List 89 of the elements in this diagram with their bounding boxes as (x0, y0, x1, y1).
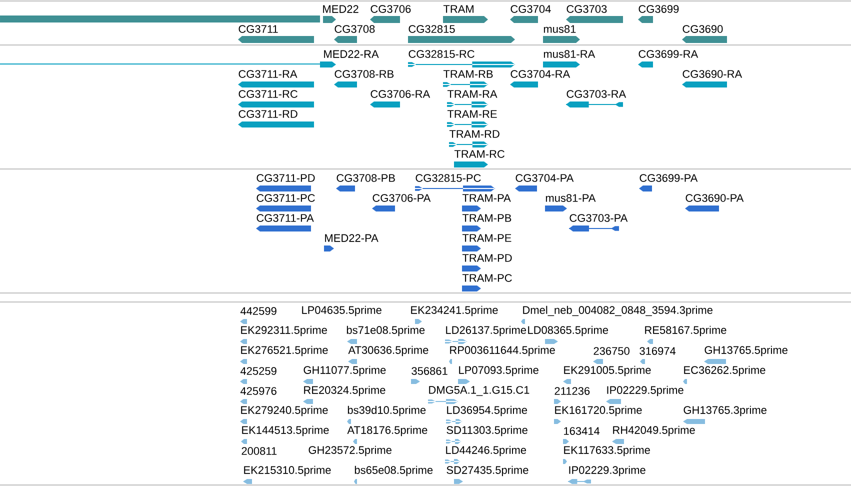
feature-label: EK276521.5prime (241, 346, 328, 356)
feature-label: 236750 (594, 347, 630, 355)
feature-label: bs39d10.5prime (348, 406, 426, 416)
feature-label: RH42049.5prime (613, 426, 695, 436)
feature-label: 442599 (240, 307, 276, 315)
feature-label: TRAM-PE (462, 234, 512, 242)
feature-label: 425976 (240, 387, 276, 395)
feature-label: CG3699 (638, 5, 679, 13)
feature-label: bs65e08.5prime (354, 466, 433, 476)
feature-label: LD26137.5prime (446, 326, 526, 336)
feature-label: CG3703 (566, 5, 607, 13)
feature-label: CG3711-RD (238, 110, 298, 118)
feature-label: CG3706-RA (370, 90, 430, 98)
feature-label: GH11077.5prime (304, 366, 386, 376)
feature-label: CG3708-PB (336, 174, 395, 182)
feature-label: CG3711-PA (256, 214, 314, 222)
feature-label: CG3708-RB (334, 70, 394, 78)
feature-label: CG3704-RA (510, 70, 570, 78)
feature-label: CG3690 (682, 25, 723, 33)
feature-label: EK291005.5prime (564, 366, 651, 376)
feature-label: CG3690-RA (682, 70, 742, 78)
feature-label: CG3706-PA (372, 194, 431, 202)
feature-label: EK161720.5prime (555, 406, 642, 416)
feature-label: SD11303.5prime (446, 426, 528, 436)
feature-label: CG3706 (370, 5, 411, 13)
feature-label: Dmel_neb_004082_0848_3594.3prime (523, 306, 712, 316)
feature-label: CG3704-PA (516, 174, 574, 182)
feature-label: TRAM-RB (443, 70, 493, 78)
feature-label: 356861 (412, 367, 448, 375)
feature-label: GH13765.5prime (704, 346, 788, 356)
feature-label: AT18176.5prime (347, 426, 428, 436)
feature-label: 163414 (564, 427, 600, 435)
feature-label: CG3711-RC (238, 90, 298, 98)
feature-label: EK234241.5prime (411, 306, 498, 316)
feature-label: CG3703-PA (570, 214, 628, 222)
feature-label: CG32815 (408, 25, 455, 33)
feature-label: TRAM-RD (449, 130, 500, 138)
feature-label: EK117633.5prime (564, 446, 650, 456)
feature-label: TRAM-PA (462, 194, 511, 202)
feature-label: CG32815-PC (416, 174, 481, 182)
feature-label: EK215310.5prime (244, 466, 331, 476)
feature-label: CG3699-PA (640, 174, 698, 182)
feature-label: CG3703-RA (566, 90, 626, 98)
feature-label: GH13765.3prime (684, 406, 766, 416)
feature-label: RE58167.5prime (645, 326, 726, 336)
feature-label: TRAM-RC (454, 150, 504, 158)
feature-label: LD36954.5prime (447, 406, 528, 416)
feature-label: 200811 (242, 447, 277, 455)
feature-label: AT30636.5prime (348, 346, 428, 356)
feature-label: CG3711-RA (238, 70, 298, 78)
feature-label: 211236 (554, 387, 590, 395)
feature-label: EK144513.5prime (242, 426, 329, 436)
feature-label: CG3699-RA (638, 50, 698, 58)
feature-label: LP07093.5prime (459, 366, 538, 376)
feature-label: 425259 (240, 367, 276, 375)
feature-label: TRAM (443, 5, 474, 13)
feature-label: RE20324.5prime (304, 386, 386, 396)
feature-label: bs71e08.5prime (346, 326, 425, 336)
feature-label: mus81 (544, 25, 576, 33)
feature-label: MED22 (323, 5, 358, 13)
feature-label: TRAM-PC (462, 274, 512, 282)
feature-label: TRAM-PB (462, 214, 512, 222)
feature-label: CG3711-PD (256, 174, 315, 182)
feature-label: LD08365.5prime (528, 326, 608, 336)
feature-label: GH23572.5prime (308, 446, 392, 456)
feature-label: CG3708 (334, 25, 375, 33)
feature-label: EC36262.5prime (684, 366, 766, 376)
feature-label: MED22-RA (324, 50, 379, 58)
feature-label: EK292311.5prime (241, 326, 327, 336)
feature-label: DMG5A.1_1.G15.C1 (429, 386, 530, 396)
feature-label: CG3690-PA (686, 194, 744, 202)
feature-label: MED22-PA (325, 234, 378, 242)
feature-label: RP003611644.5prime (450, 346, 555, 356)
feature-label: 316974 (640, 347, 676, 355)
feature-label: IP02229.3prime (569, 466, 646, 476)
feature-label: SD27435.5prime (446, 466, 528, 476)
feature-label: CG32815-RC (408, 50, 474, 58)
feature-label: LP04635.5prime (302, 306, 382, 316)
feature-label: CG3711-PC (256, 194, 315, 202)
feature-label: TRAM-PD (462, 254, 512, 262)
feature-label: TRAM-RA (447, 90, 498, 98)
feature-label: CG3704 (510, 5, 551, 13)
feature-label: mus81-PA (546, 194, 596, 202)
feature-label: EK279240.5prime (241, 406, 328, 416)
feature-label: TRAM-RE (447, 110, 497, 118)
feature-label: LD44246.5prime (446, 446, 526, 456)
feature-label: CG3711 (238, 25, 278, 33)
feature-label: IP02229.5prime (607, 386, 684, 396)
feature-label: mus81-RA (544, 50, 596, 58)
